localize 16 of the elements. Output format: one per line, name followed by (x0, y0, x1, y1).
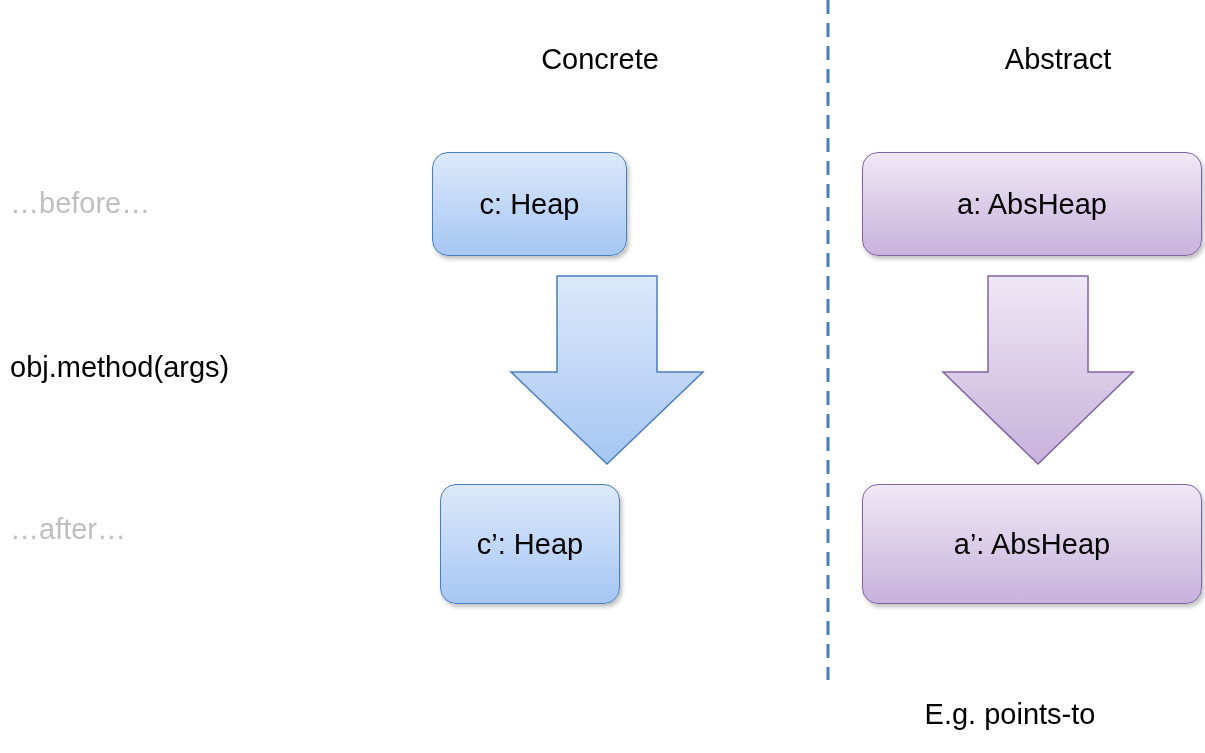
object-box (862, 484, 1202, 604)
side-label: …before… (10, 187, 151, 220)
node-label: a’: AbsHeap (953, 527, 1111, 561)
node-label: c: Heap (479, 187, 580, 221)
block-arrow (941, 275, 1135, 466)
object-box (862, 152, 1202, 256)
block-arrow (509, 275, 705, 466)
side-label: …after… (10, 513, 127, 546)
column-heading: Concrete (541, 43, 659, 76)
side-label: E.g. points-to (924, 698, 1096, 731)
object-box (432, 152, 627, 256)
side-label: obj.method(args) (10, 351, 230, 384)
node-label: c’: Heap (476, 527, 584, 561)
column-heading: Abstract (1004, 43, 1112, 76)
object-box (440, 484, 620, 604)
node-label: a: AbsHeap (957, 187, 1107, 221)
